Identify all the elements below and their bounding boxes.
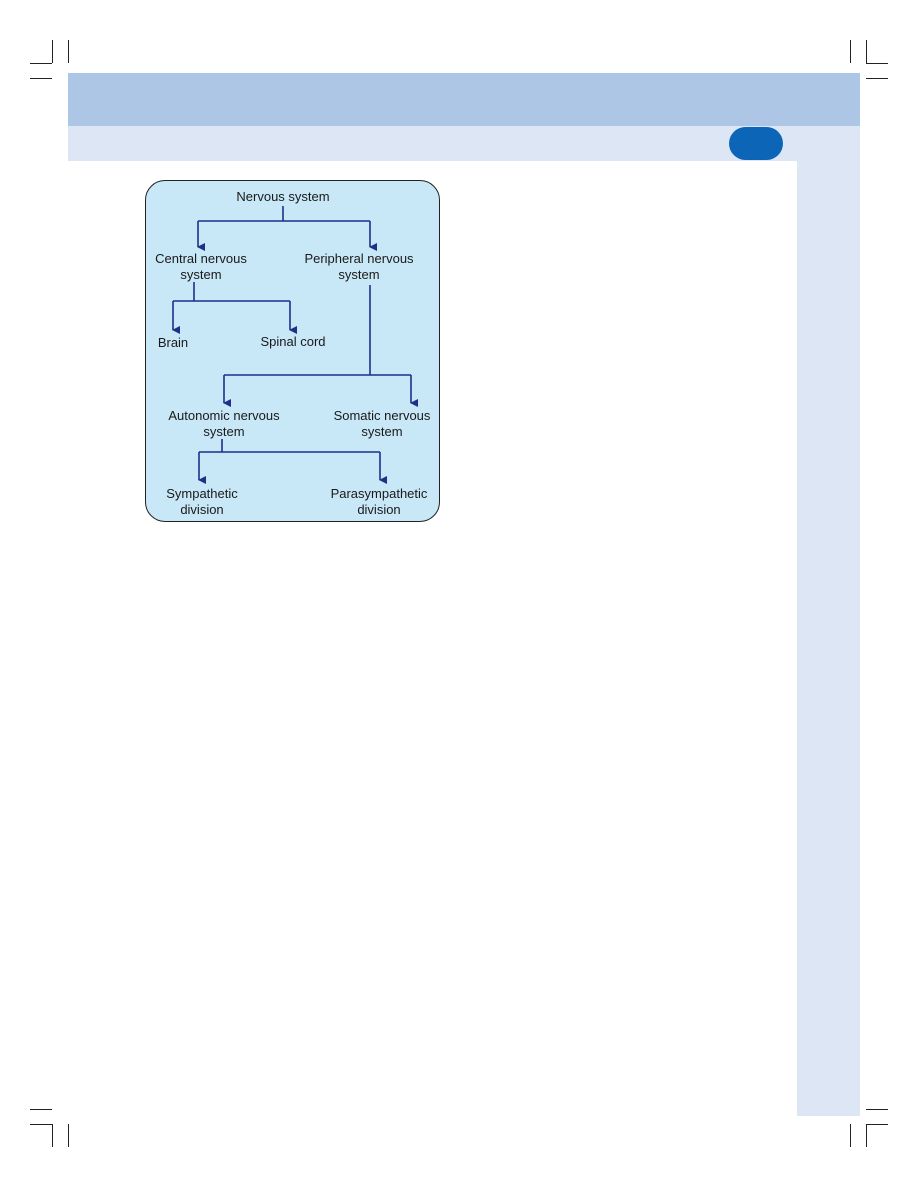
crop-mark	[68, 1124, 69, 1147]
node-central-nervous-system: Central nervous system	[155, 251, 247, 282]
crop-mark	[850, 1124, 851, 1147]
crop-mark	[30, 63, 52, 64]
flowchart-connectors	[172, 206, 418, 484]
node-sympathetic-division: Sympathetic division	[166, 486, 238, 517]
crop-mark	[866, 63, 888, 64]
crop-mark	[52, 40, 53, 63]
crop-mark	[866, 78, 888, 79]
node-parasympathetic-division: Parasympathetic division	[330, 486, 428, 517]
node-peripheral-nervous-system: Peripheral nervous system	[304, 251, 414, 282]
subheader-band	[68, 126, 860, 161]
crop-mark	[850, 40, 851, 63]
node-autonomic-nervous-system: Autonomic nervous system	[168, 408, 280, 439]
nervous-system-flowchart: Nervous system Central nervous system Pe…	[145, 180, 440, 522]
header-band	[68, 73, 860, 126]
crop-mark	[52, 1124, 53, 1147]
right-margin-band	[797, 161, 860, 1116]
crop-mark	[866, 40, 867, 63]
crop-mark	[30, 1124, 52, 1125]
crop-mark	[866, 1124, 867, 1147]
crop-mark	[68, 40, 69, 63]
crop-mark	[866, 1109, 888, 1110]
node-brain: Brain	[157, 335, 189, 350]
crop-mark	[866, 1124, 888, 1125]
page-number-badge	[729, 127, 783, 160]
node-spinal-cord: Spinal cord	[260, 334, 326, 349]
crop-mark	[30, 1109, 52, 1110]
crop-mark	[30, 78, 52, 79]
node-nervous-system: Nervous system	[236, 189, 330, 204]
node-somatic-nervous-system: Somatic nervous system	[333, 408, 431, 439]
